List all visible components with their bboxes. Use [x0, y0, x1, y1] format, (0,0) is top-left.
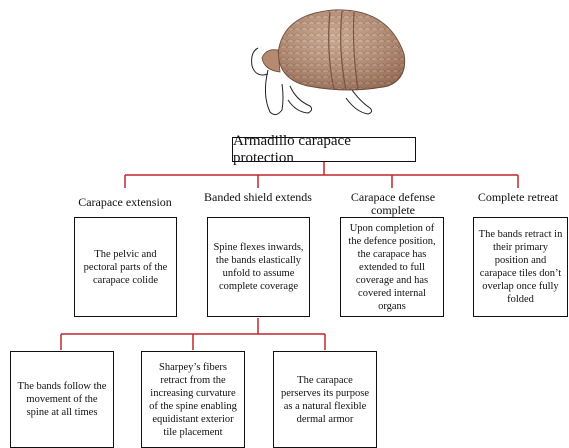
diagram-title: Armadillo carapace protection	[232, 137, 416, 162]
stage-heading-3: Carapace defense complete	[337, 191, 449, 217]
diagram-title-text: Armadillo carapace protection	[233, 133, 415, 167]
stage-heading-1: Carapace extension	[70, 196, 180, 209]
stage-text-4: The bands retract in their primary posit…	[478, 228, 563, 306]
sub-box-1: The bands follow the movement of the spi…	[10, 351, 114, 448]
stage-text-1: The pelvic and pectoral parts of the car…	[79, 248, 172, 287]
stage-text-2: Spine flexes inwards, the bands elastica…	[212, 241, 305, 293]
sub-text-3: The carapace perserves its purpose as a …	[278, 374, 372, 426]
stage-heading-4: Complete retreat	[470, 191, 566, 204]
sub-text-1: The bands follow the movement of the spi…	[15, 380, 109, 419]
stage-box-1: The pelvic and pectoral parts of the car…	[74, 217, 177, 317]
sub-box-2: Sharpey’s fibers retract from the increa…	[141, 351, 245, 448]
sub-box-3: The carapace perserves its purpose as a …	[273, 351, 377, 448]
stage-box-4: The bands retract in their primary posit…	[473, 217, 568, 317]
stage-heading-2: Banded shield extends	[203, 191, 313, 204]
stage-text-3: Upon completion of the defence position,…	[345, 222, 439, 313]
sub-text-2: Sharpey’s fibers retract from the increa…	[146, 361, 240, 439]
stage-box-3: Upon completion of the defence position,…	[340, 217, 444, 317]
stage-box-2: Spine flexes inwards, the bands elastica…	[207, 217, 310, 317]
